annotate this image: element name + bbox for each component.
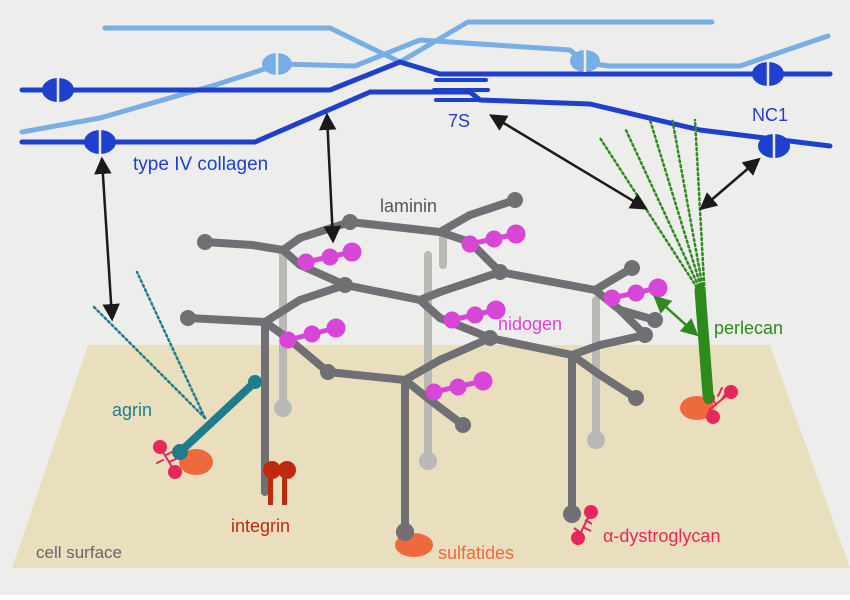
nidogen-molecule	[297, 242, 362, 271]
dystroglycan-receptor	[706, 385, 738, 424]
alpha-dystroglycan-label: α-dystroglycan	[603, 526, 720, 546]
nc1-domain-right-top	[752, 62, 784, 86]
nc1-domain-left-top	[42, 78, 74, 102]
nidogen-label: nidogen	[498, 314, 562, 334]
nidogen-molecule	[443, 300, 506, 329]
type-iv-collagen-network	[19, 19, 833, 149]
arrow-collagen-agrin	[94, 156, 120, 322]
integrin-label: integrin	[231, 516, 290, 536]
nidogen-molecule	[279, 318, 346, 349]
dystroglycan-receptor	[153, 440, 182, 479]
seven-s-label: 7S	[448, 111, 470, 131]
arrow-nidogen-perlecan	[653, 295, 699, 337]
agrin-label: agrin	[112, 400, 152, 420]
nidogen-molecule	[461, 224, 526, 253]
laminin-network	[180, 192, 663, 534]
cell-surface-label: cell surface	[36, 543, 122, 562]
nidogen-molecules	[279, 224, 668, 401]
alpha-dystroglycan-receptor	[571, 505, 598, 545]
agrin-molecule	[90, 270, 262, 479]
nc1-domain-left-bottom	[84, 130, 116, 154]
type-iv-collagen-label: type IV collagen	[133, 154, 268, 175]
sulfatides-label: sulfatides	[438, 543, 514, 563]
nidogen-molecule	[603, 278, 668, 307]
arrow-nc1-perlecan	[699, 157, 761, 211]
laminin-label: laminin	[380, 196, 437, 216]
nidogen-molecule	[425, 371, 493, 401]
integrin-receptor	[263, 461, 296, 505]
nc1-domain-right-bottom	[758, 134, 790, 158]
nc1-label: NC1	[752, 105, 788, 125]
interaction-arrows	[94, 112, 761, 322]
arrow-collagen-laminin	[318, 112, 342, 244]
nc1-domain-light-right	[570, 50, 600, 72]
nc1-domain-light-left	[262, 53, 292, 75]
perlecan-label: perlecan	[714, 318, 783, 338]
arrow-7s-perlecan	[489, 114, 648, 210]
